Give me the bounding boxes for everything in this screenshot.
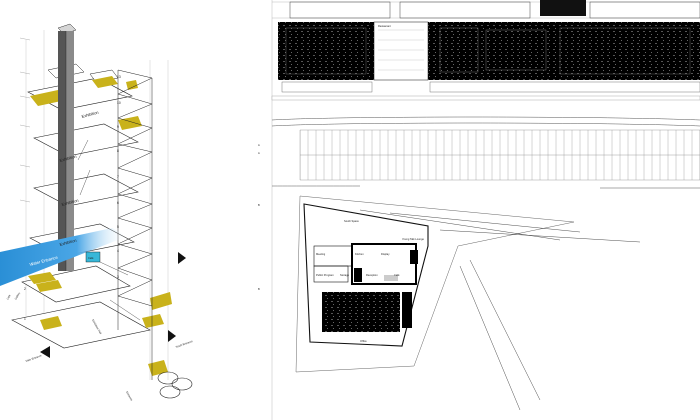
top-plan: Restaurant: [278, 21, 700, 81]
floor-plate-8: [33, 173, 139, 207]
room-storage: Storage: [340, 273, 350, 277]
restaurant-label: Restaurant: [378, 24, 391, 28]
bottom-label-south-entrance: South Entrance: [175, 339, 194, 349]
room-display: Display: [381, 252, 390, 256]
floor-label-3: Exhibition: [59, 238, 77, 247]
room-office: Office: [360, 339, 367, 343]
bottom-label-main-entrance: Main Entrance: [25, 353, 43, 363]
floor-label-2: Exhibition: [61, 198, 79, 207]
svg-text:3: 3: [117, 275, 119, 279]
side-label-gallery: Gallery: [13, 291, 21, 301]
spiral-stair: [157, 371, 193, 399]
floor-plate-1: [11, 301, 151, 349]
room-south-space: South Space: [344, 219, 359, 223]
water-band: [0, 228, 128, 286]
arrow-icon: [40, 346, 50, 358]
accent-highlights: [28, 76, 172, 376]
svg-text:5: 5: [117, 225, 119, 229]
svg-text:9: 9: [117, 125, 119, 129]
arrow-icon: [168, 330, 176, 342]
svg-text:B: B: [258, 287, 260, 291]
side-label-exhibition-hall: Exhibition Hall: [91, 319, 103, 336]
svg-text:4: 4: [117, 249, 119, 253]
svg-text:1: 1: [24, 317, 26, 321]
svg-text:A: A: [258, 151, 260, 155]
svg-text:2: 2: [24, 287, 26, 291]
svg-text:7: 7: [117, 175, 119, 179]
tower-core: [57, 23, 77, 271]
side-label-cafe: Cafe: [5, 293, 11, 300]
floor-label-1: Exhibition: [59, 154, 77, 163]
room-public-program: Public Program: [316, 273, 334, 277]
site-plan: Restaurant: [258, 0, 700, 420]
room-young-talk: Young Talk Lounge: [402, 237, 424, 241]
svg-text:10: 10: [117, 101, 121, 105]
section-markers: A A B B: [258, 143, 260, 291]
svg-text:8: 8: [117, 149, 119, 153]
bottom-plan: South Space Meeting Kitchen Display Youn…: [295, 195, 641, 411]
parking-grid: [299, 129, 700, 181]
room-reception: Reception: [366, 273, 378, 277]
svg-text:13: 13: [117, 75, 121, 79]
floor-number-column: 13 10 9 8 7 6 5 4 3 2 1: [24, 75, 121, 321]
bottom-label-entrance: Entrance: [125, 391, 134, 402]
room-cafe: Café: [394, 273, 400, 277]
svg-text:6: 6: [117, 201, 119, 205]
room-meeting: Meeting: [316, 252, 326, 256]
cafe-callout: Café: [88, 256, 94, 260]
svg-text:A: A: [258, 143, 260, 147]
floor-plate-2: [21, 265, 131, 303]
arrow-icon: [178, 252, 186, 264]
floor-label-4: Exhibition: [81, 110, 99, 119]
axonometric-tower: Water Entrance Café Exhibition Exhibitio…: [0, 23, 194, 402]
top-dark-building: [540, 0, 586, 16]
svg-text:B: B: [258, 203, 260, 207]
room-kitchen: Kitchen: [355, 252, 364, 256]
